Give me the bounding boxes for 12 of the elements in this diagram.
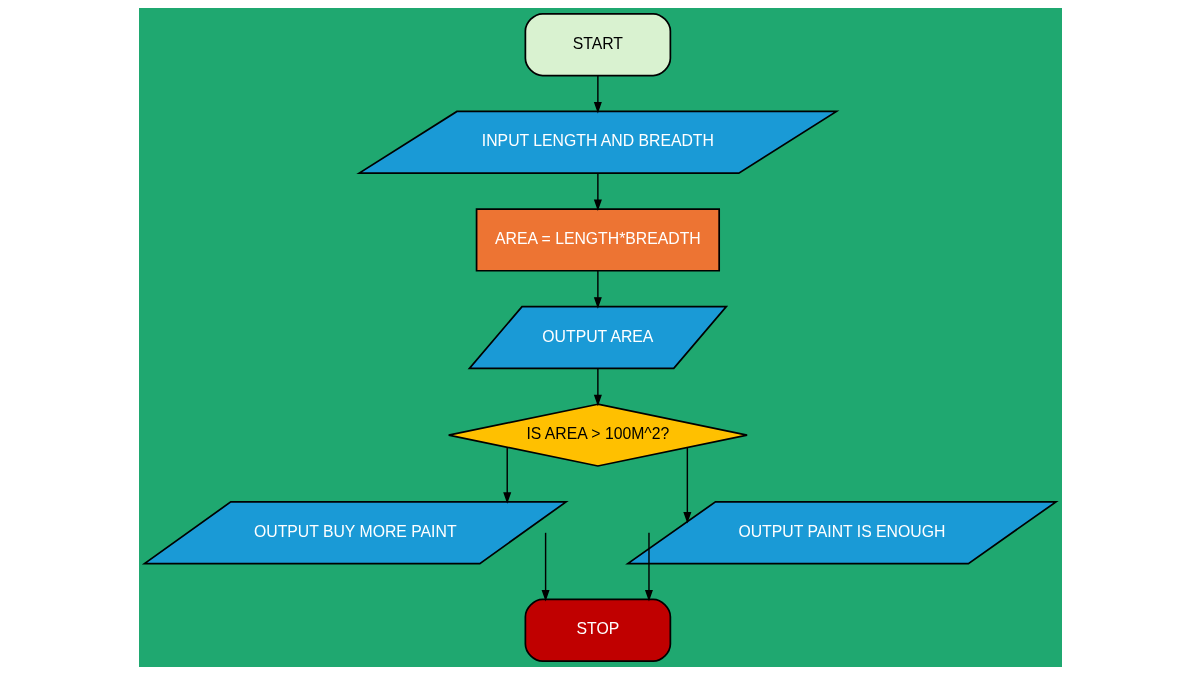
node-box: STOP [524, 598, 671, 663]
arrow [593, 74, 602, 114]
arrow [541, 532, 550, 602]
arrow [593, 172, 602, 212]
arrow [682, 446, 691, 524]
node-diamond: IS AREA > 100M^2? [447, 403, 748, 467]
arrow [644, 532, 653, 602]
arrow [502, 446, 511, 504]
node-box: START [524, 12, 671, 77]
node-box: AREA = LENGTH*BREADTH [475, 208, 720, 272]
arrow [593, 270, 602, 309]
arrow [593, 367, 602, 407]
